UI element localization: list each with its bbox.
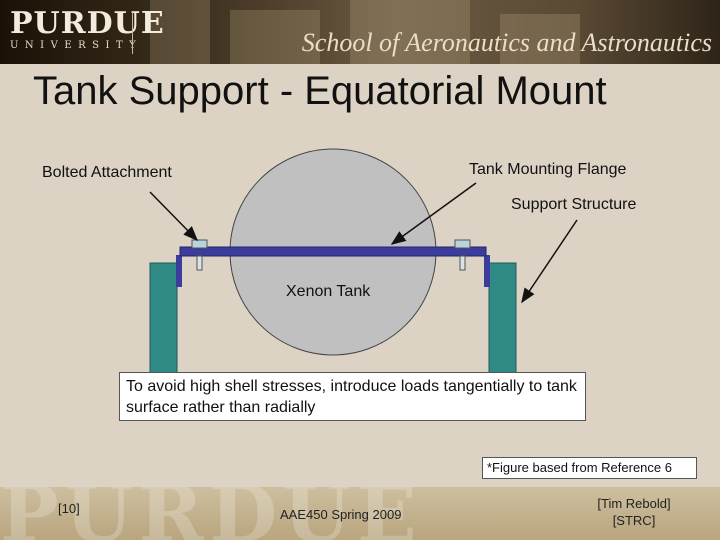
mounting-flange-label: Tank Mounting Flange xyxy=(469,161,627,178)
left-bolt-shank xyxy=(196,255,203,271)
campus-building-image xyxy=(230,10,320,64)
right-support-bracket xyxy=(484,255,490,287)
right-support-column xyxy=(488,262,517,378)
right-bolt-head xyxy=(454,239,471,249)
left-support-column xyxy=(149,262,178,378)
purdue-logo-university: UNIVERSITY xyxy=(10,40,143,51)
footer-course: AAE450 Spring 2009 xyxy=(280,507,402,522)
footer-author-group: [STRC] xyxy=(612,513,656,528)
slide-title: Tank Support - Equatorial Mount xyxy=(33,69,607,113)
support-structure-arrow xyxy=(521,219,578,304)
bolted-attachment-label: Bolted Attachment xyxy=(42,164,172,181)
footer-banner: PURDUE [10] AAE450 Spring 2009 [Tim Rebo… xyxy=(0,487,720,540)
bolted-attachment-arrow xyxy=(149,191,199,242)
tank-mounting-flange xyxy=(179,246,487,257)
campus-building-image xyxy=(150,0,210,64)
right-bolt-shank xyxy=(459,255,466,271)
mounting-flange-arrow xyxy=(390,182,477,245)
footer-slide-number: [10] xyxy=(58,501,80,516)
support-structure-label: Support Structure xyxy=(511,196,637,213)
school-name: School of Aeronautics and Astronautics xyxy=(301,28,712,57)
footer-author: [Tim Rebold] [STRC] xyxy=(586,495,682,529)
left-bolt-head xyxy=(191,239,208,249)
logo-divider xyxy=(132,12,133,54)
design-note-box: To avoid high shell stresses, introduce … xyxy=(119,372,586,421)
purdue-watermark: PURDUE xyxy=(0,487,423,540)
reference-note: *Figure based from Reference 6 xyxy=(482,457,697,479)
campus-building-image xyxy=(500,14,580,64)
campus-building-image xyxy=(350,0,470,64)
header-banner: PURDUE UNIVERSITY School of Aeronautics … xyxy=(0,0,720,64)
left-support-bracket xyxy=(176,255,182,287)
footer-author-name: [Tim Rebold] xyxy=(597,496,671,511)
xenon-tank-label: Xenon Tank xyxy=(286,283,371,300)
purdue-logo: PURDUE xyxy=(10,6,165,41)
